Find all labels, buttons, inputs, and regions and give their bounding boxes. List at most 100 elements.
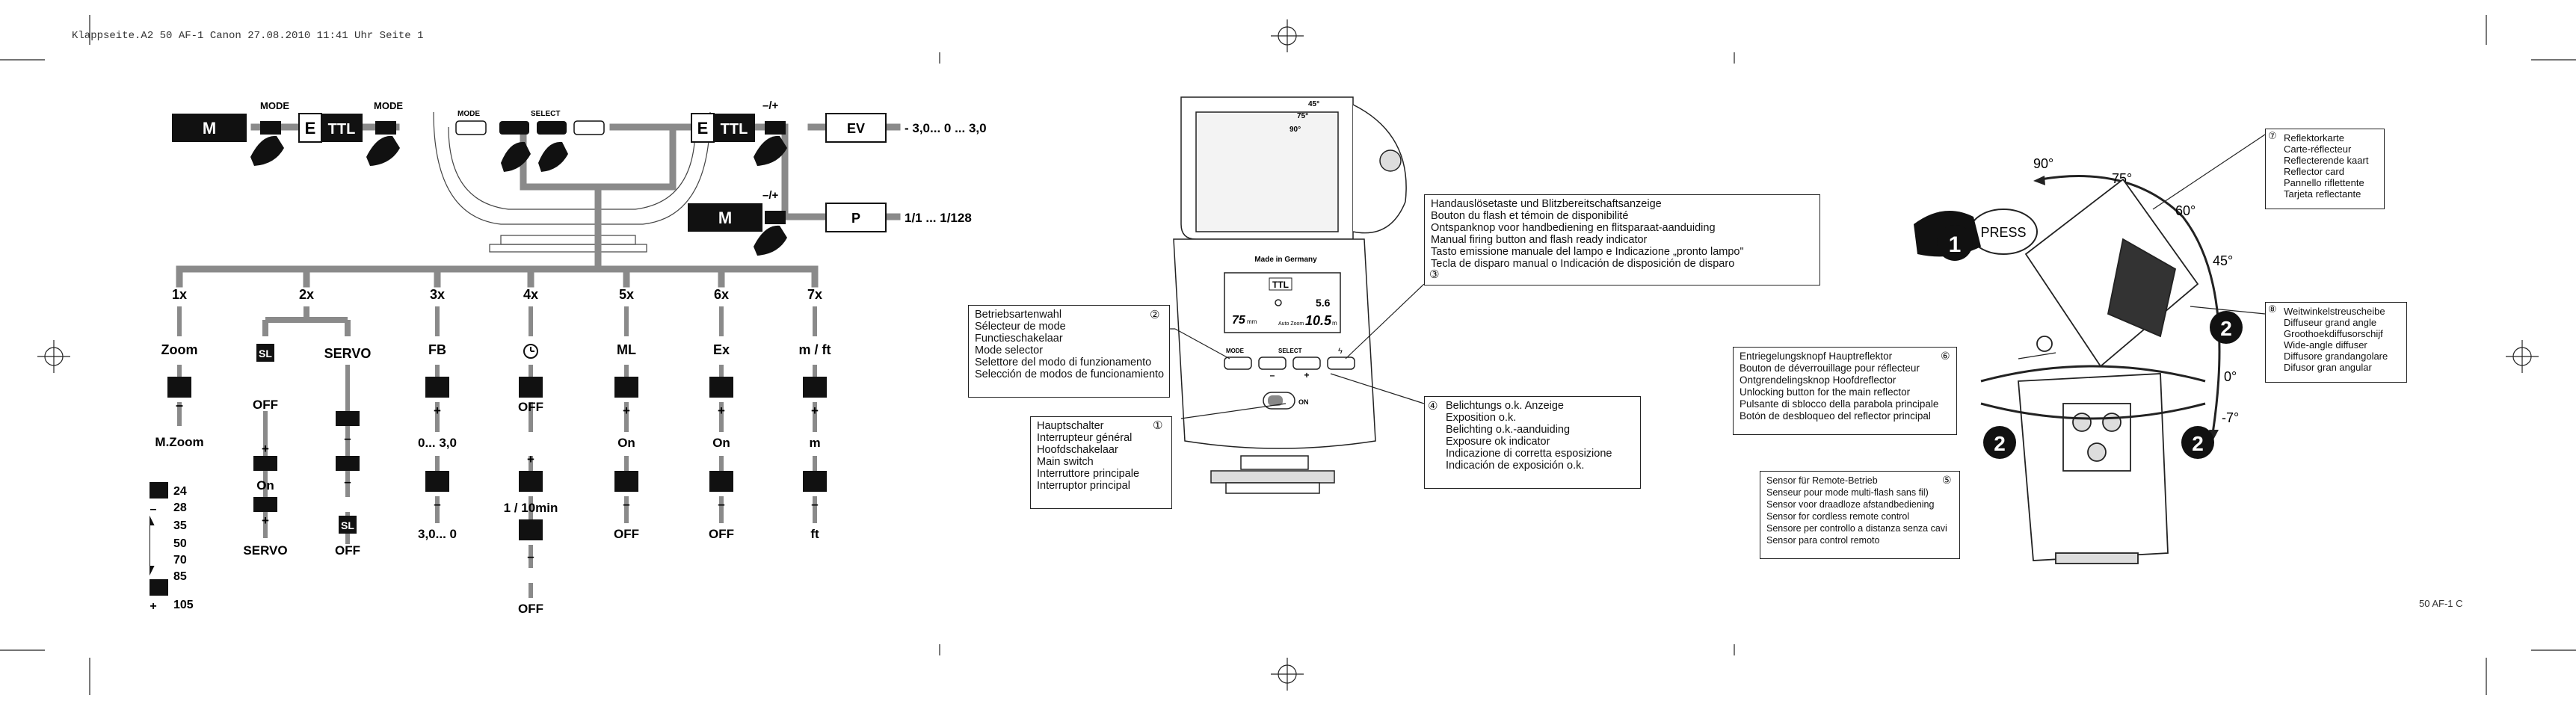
finger-press-icon [366, 135, 400, 166]
lcd-m: m [1332, 320, 1337, 327]
ev-box: EV [847, 121, 865, 136]
callout-line: Wide-angle diffuser [2284, 339, 2367, 351]
ettl-e-2: E [697, 119, 709, 138]
btn-minus-label: – [1270, 370, 1275, 380]
ml-plus: + [623, 404, 630, 418]
callout-number: ⑥ [1941, 350, 1950, 362]
fb-range-2: 3,0... 0 [418, 527, 457, 541]
zoom-mzoom: M.Zoom [155, 435, 203, 449]
finger-press-icon [754, 135, 787, 166]
mft-ft: ft [810, 527, 819, 541]
step-1-badge: 1 [1949, 232, 1962, 257]
timer-plus: + [527, 452, 534, 466]
mode-label-3: MODE [457, 110, 480, 118]
minus-plus-2: –/+ [762, 189, 779, 202]
callout-remote-sensor: Sensor für Remote-Betrieb Senseur pour m… [1760, 471, 1960, 559]
press-count: 7x [807, 287, 822, 302]
print-header: Klappseite.A2 50 AF-1 Canon 27.08.2010 1… [72, 30, 424, 42]
zoom-value: 105 [173, 599, 194, 611]
timer-off: OFF [518, 400, 543, 414]
zoom-value: 85 [173, 570, 187, 583]
lightning-icon: ϟ [1338, 347, 1343, 356]
callout-line: Carte-réflecteur [2284, 143, 2352, 155]
step-2-badge: 2 [2192, 432, 2204, 455]
callout-line: Tarjeta reflectante [2284, 188, 2361, 200]
ml-on: On [617, 436, 635, 450]
select-minus-button[interactable] [1258, 356, 1287, 370]
callout-line: Reflecterende kaart [2284, 155, 2369, 166]
callout-line: Botón de desbloqueo del reflector princi… [1740, 410, 1931, 422]
angle-60: 60° [2175, 203, 2196, 218]
ex-off: OFF [709, 527, 734, 541]
ex-on: On [712, 436, 730, 450]
finger-press-icon [538, 141, 568, 172]
callout-line: Ontgrendelingsknop Hoofdreflector [1740, 374, 1896, 386]
select-plus-button[interactable] [1292, 356, 1321, 370]
callout-unlock-reflector: Entriegelungsknopf Hauptreflektor Bouton… [1733, 347, 1957, 435]
timer-off-2: OFF [518, 602, 543, 616]
mode-label-2: MODE [374, 100, 403, 111]
callout-number: ⑤ [1942, 474, 1952, 486]
servo-off: OFF [335, 543, 360, 558]
callout-line: Pulsante di sblocco della parabola princ… [1740, 398, 1939, 410]
minus-plus-1: –/+ [762, 99, 779, 112]
callout-line: Reflector card [2284, 166, 2344, 177]
press-count: 2x [299, 287, 314, 302]
callout-line: Sensor für Remote-Betrieb [1766, 475, 1878, 486]
callout-line: Exposure ok indicator [1446, 436, 1550, 448]
ettl-ttl-1: TTL [328, 121, 356, 138]
mode-m-text-2: M [718, 209, 732, 227]
callout-line: Belichtungs o.k. Anzeige [1446, 400, 1564, 412]
callout-exposure-ok: Belichtungs o.k. Anzeige Exposition o.k.… [1424, 396, 1641, 489]
timer-value: 1 / 10min [504, 501, 558, 515]
callout-number: ⑦ [2268, 130, 2277, 141]
unlock-button[interactable] [2036, 336, 2053, 352]
callout-line: Sensor for cordless remote control [1766, 511, 1910, 522]
press-label: PRESS [1980, 225, 2026, 240]
zoom-value: 70 [173, 554, 187, 567]
btn-mode-label: MODE [1226, 348, 1245, 354]
callout-number: ① [1153, 419, 1163, 432]
lcd-aperture: 5.6 [1316, 297, 1331, 309]
callout-line: Interruttore principale [1037, 468, 1140, 480]
mode-button[interactable] [1224, 356, 1252, 370]
col-title-ml: ML [617, 342, 636, 357]
press-count: 1x [172, 287, 187, 302]
callout-line: Belichting o.k.-aanduiding [1446, 424, 1571, 436]
ml-minus: – [623, 497, 629, 511]
ex-minus: – [718, 497, 724, 511]
servo-minus-2: – [344, 475, 351, 489]
mft-minus: – [811, 497, 818, 511]
callout-line: Diffusore grandangolare [2284, 351, 2388, 362]
sl-servo: SERVO [243, 543, 287, 558]
clock-icon [523, 344, 538, 359]
made-in-label: Made in Germany [1254, 256, 1317, 264]
col-title-zoom: Zoom [161, 342, 198, 357]
finger-press-icon [501, 141, 531, 172]
zoom-minus: – [176, 398, 183, 413]
press-count: 4x [523, 287, 538, 302]
col-title-fb: FB [428, 342, 446, 357]
zoom-value: 28 [173, 501, 187, 514]
lcd-mode: TTL [1272, 280, 1289, 290]
callout-line: Difusor gran angular [2284, 362, 2372, 373]
flash-test-button[interactable] [1327, 356, 1355, 370]
btn-plus-label: + [1304, 370, 1309, 380]
callout-line: Unlocking button for the main reflector [1740, 386, 1911, 398]
flash-rear-outline [433, 111, 711, 253]
callout-line: Reflektorkarte [2284, 132, 2344, 143]
callout-line: Senseur pour mode multi-flash sans fil) [1766, 487, 1929, 498]
callout-line: Sensor voor draadloze afstandbediening [1766, 499, 1935, 510]
lcd-distance: 10.5 [1305, 313, 1332, 328]
callout-line: Interruptor principal [1037, 480, 1130, 492]
press-count: 5x [619, 287, 634, 302]
angle-minus7: -7° [2222, 410, 2239, 425]
callout-line: Mode selector [975, 345, 1044, 356]
callout-line: Diffuseur grand angle [2284, 317, 2377, 328]
lcd-mm: mm [1247, 318, 1257, 325]
finger-press-icon [754, 225, 787, 256]
mode-m-text: M [203, 119, 216, 138]
callout-line: Interrupteur général [1037, 432, 1133, 444]
col-title-mft: m / ft [799, 342, 831, 357]
flash-head-diagram: 90° 75° 60° 45° 0° -7° PRESS 1 2 2 2 [1914, 156, 2243, 564]
